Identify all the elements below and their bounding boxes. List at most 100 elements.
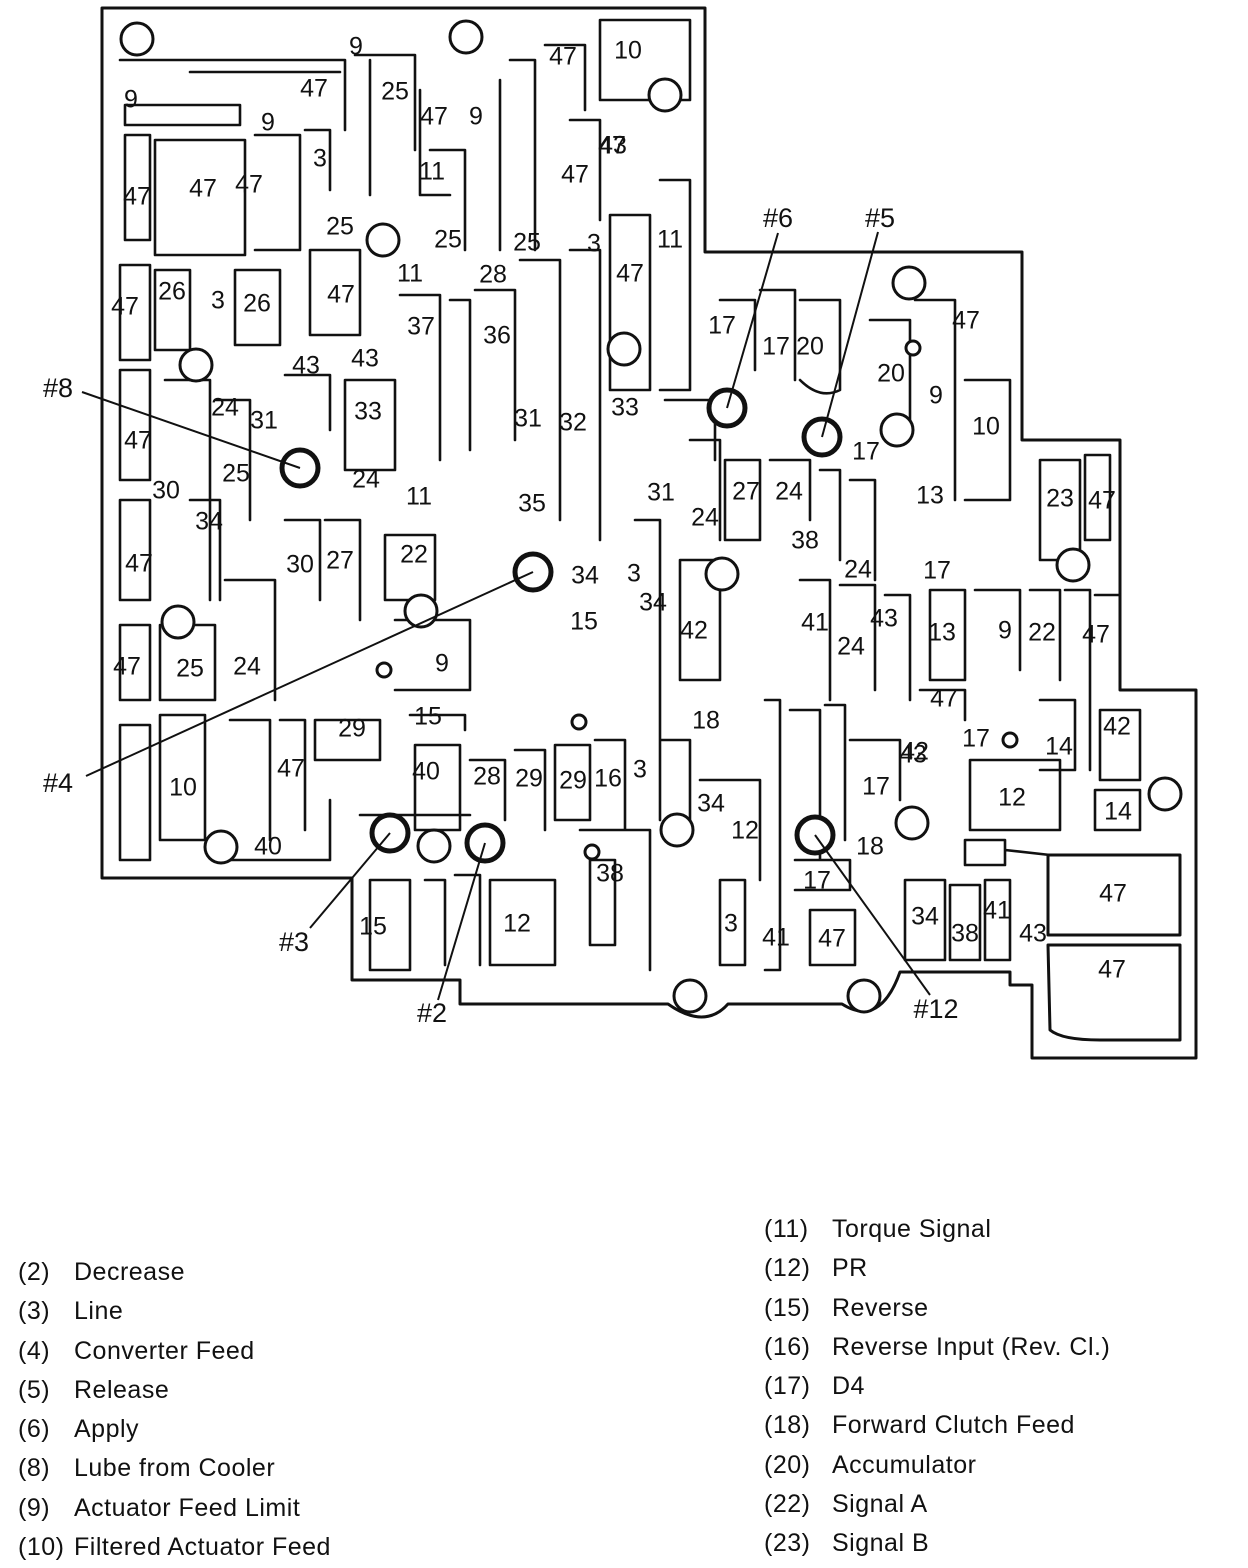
passage-label: 25 bbox=[381, 78, 409, 106]
passage-label: 47 bbox=[561, 161, 589, 189]
legend-name: D4 bbox=[832, 1372, 865, 1401]
passage-label: 33 bbox=[354, 398, 382, 426]
legend-item: (16) Reverse Input (Rev. Cl.) bbox=[764, 1328, 1110, 1367]
passage-label: 30 bbox=[152, 477, 180, 505]
bolt-hole bbox=[1147, 776, 1183, 812]
passage-label: 11 bbox=[419, 158, 445, 186]
passage-label: 17 bbox=[708, 312, 736, 340]
passage-label: 47 bbox=[1099, 880, 1127, 908]
passage-label: 41 bbox=[762, 924, 790, 952]
legend-name: Filtered Actuator Feed bbox=[74, 1533, 331, 1562]
bolt-hole bbox=[879, 412, 915, 448]
passage-label: 25 bbox=[326, 213, 354, 241]
bolt-hole bbox=[448, 19, 484, 55]
passage-label: 47 bbox=[300, 75, 328, 103]
passage-label: 3 bbox=[587, 230, 601, 258]
passage-label: 47 bbox=[124, 427, 152, 455]
passage-label: 38 bbox=[791, 527, 819, 555]
legend-code: (17) bbox=[764, 1372, 811, 1401]
passage-label: 47 bbox=[818, 925, 846, 953]
passage-label: 15 bbox=[414, 703, 442, 731]
bolt-hole bbox=[160, 604, 196, 640]
passage-label: 31 bbox=[514, 405, 542, 433]
legend-name: Decrease bbox=[74, 1258, 185, 1286]
legend-code: (2) bbox=[18, 1258, 51, 1286]
passage-label: 9 bbox=[261, 109, 275, 137]
passage-label: 37 bbox=[407, 313, 435, 341]
legend-name: Accumulator bbox=[832, 1450, 977, 1479]
passage-label: 25 bbox=[434, 226, 462, 254]
checkball-label-6: #6 bbox=[763, 203, 793, 233]
passage-label: 24 bbox=[837, 633, 865, 661]
legend-code: (15) bbox=[764, 1293, 811, 1322]
passage-label: 18 bbox=[692, 707, 720, 735]
legend-name: Signal A bbox=[832, 1490, 928, 1519]
checkball-labels: #6#5#8#4#3#2#12 bbox=[43, 203, 959, 1028]
bolt-hole bbox=[672, 978, 708, 1014]
legend-name: Torque Signal bbox=[832, 1215, 992, 1243]
passage-label: 17 bbox=[923, 557, 951, 585]
passage-label: 13 bbox=[928, 619, 956, 647]
legend-item: (9)Actuator Feed Limit bbox=[18, 1489, 331, 1528]
legend-code: (5) bbox=[18, 1375, 51, 1404]
leader-line-6 bbox=[726, 232, 779, 409]
passage-outlines bbox=[118, 18, 1142, 972]
legend-name: Signal B bbox=[832, 1529, 930, 1558]
passage-label: 47 bbox=[616, 260, 644, 288]
passage-label: 11 bbox=[406, 483, 432, 511]
legend-name: Release bbox=[74, 1375, 170, 1404]
checkball-label-12: #12 bbox=[913, 994, 958, 1024]
passage-label: 34 bbox=[697, 790, 725, 818]
passage-label: 47 bbox=[235, 171, 263, 199]
passage-label: 9 bbox=[124, 86, 138, 114]
passage-label: 10 bbox=[169, 774, 197, 802]
passage-label: 34 bbox=[195, 508, 223, 536]
passage-label: 28 bbox=[479, 261, 507, 289]
legend-item: (3)Line bbox=[18, 1292, 331, 1331]
passage-label: 40 bbox=[412, 758, 440, 786]
passage-label: 40 bbox=[254, 833, 282, 861]
legend-code: (16) bbox=[764, 1332, 811, 1361]
passage-label: 43 bbox=[351, 345, 379, 373]
passage-label: 17 bbox=[852, 438, 880, 466]
passage-label: 47 bbox=[1098, 956, 1126, 984]
legend-name: Reverse Input (Rev. Cl.) bbox=[832, 1332, 1111, 1361]
legend-code: (8) bbox=[18, 1454, 51, 1483]
passage-label: 11 bbox=[657, 226, 683, 254]
passage-label: 9 bbox=[929, 382, 943, 410]
passage-label: 25 bbox=[176, 655, 204, 683]
passage-label: 17 bbox=[862, 773, 890, 801]
passage-label: 20 bbox=[796, 333, 824, 361]
leader-line-12 bbox=[814, 834, 931, 996]
passage-label: 43 bbox=[899, 741, 927, 769]
passage-label: 24 bbox=[211, 394, 239, 422]
small-port bbox=[1001, 731, 1019, 749]
passage-label: 31 bbox=[647, 479, 675, 507]
legend-item: (5) Release bbox=[18, 1371, 331, 1410]
passage-label: 43 bbox=[292, 352, 320, 380]
legend-name: Line bbox=[74, 1297, 124, 1326]
passage-label: 30 bbox=[286, 551, 314, 579]
legend-code: (18) bbox=[764, 1411, 811, 1440]
passage-label: 12 bbox=[998, 784, 1026, 812]
leader-line-2 bbox=[437, 842, 486, 1001]
passage-label: 23 bbox=[1046, 485, 1074, 513]
passage-label: 47 bbox=[277, 755, 305, 783]
passage-label: 11 bbox=[397, 260, 423, 288]
passage-label: 29 bbox=[338, 715, 366, 743]
leader-line-3 bbox=[309, 832, 391, 929]
passage-label: 27 bbox=[326, 547, 354, 575]
passage-label: 24 bbox=[352, 466, 380, 494]
passage-label: 16 bbox=[594, 765, 622, 793]
small-port bbox=[570, 713, 588, 731]
passage-label: 3 bbox=[313, 145, 327, 173]
passage-label: 17 bbox=[962, 725, 990, 753]
bolt-hole bbox=[891, 265, 927, 301]
small-port bbox=[375, 661, 393, 679]
passage-label: 43 bbox=[599, 132, 627, 160]
passage-label: 42 bbox=[680, 617, 708, 645]
passage-label: 25 bbox=[222, 460, 250, 488]
bolt-hole bbox=[647, 77, 683, 113]
small-port bbox=[583, 843, 601, 861]
